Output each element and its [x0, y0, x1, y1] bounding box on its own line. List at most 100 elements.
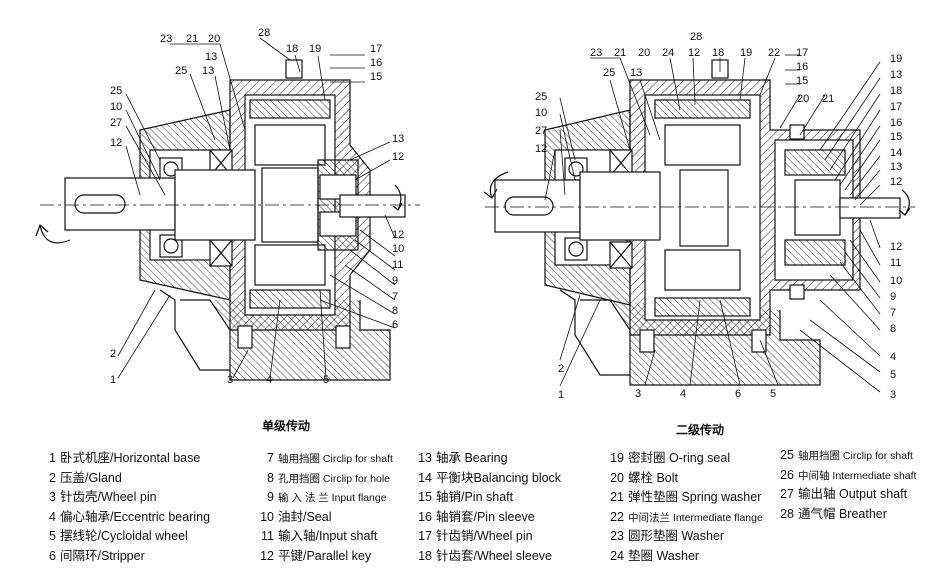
callout-number: 24 — [662, 47, 674, 59]
callout-number: 28 — [690, 31, 702, 43]
caption-double-stage: 二级传动 — [676, 423, 725, 437]
callout-number: 10 — [110, 101, 122, 113]
callout-number: 27 — [110, 117, 122, 129]
legend-item-number: 18 — [418, 548, 432, 563]
callout-number: 3 — [227, 374, 233, 386]
legend-item-label: 轴用挡圈 Circlip for shaft — [278, 453, 393, 465]
legend-item-number: 24 — [610, 548, 624, 563]
legend-item-label: 螺栓 Bolt — [628, 470, 679, 485]
legend-item-label: 密封圈 O-ring seal — [628, 451, 731, 465]
callout-number: 20 — [208, 33, 220, 45]
legend-item-number: 7 — [267, 451, 274, 465]
callout-number: 15 — [890, 131, 902, 143]
callout-number: 8 — [890, 323, 896, 335]
legend-item-number: 1 — [49, 451, 56, 465]
legend-item-label: 输入轴/Input shaft — [278, 529, 378, 543]
legend-item-number: 15 — [418, 490, 432, 504]
legend-item-label: 弹性垫圈 Spring washer — [628, 490, 762, 504]
callout-number: 18 — [286, 43, 298, 55]
legend-item-label: 轴销/Pin shaft — [436, 490, 514, 504]
legend-item-label: 油封/Seal — [278, 509, 332, 524]
legend-item-label: 针齿销/Wheel pin — [436, 529, 533, 543]
callout-number: 17 — [890, 101, 902, 113]
legend-item: 10 油封/Seal — [260, 508, 393, 528]
double-stage-leader-lines — [544, 54, 881, 393]
callout-number: 21 — [822, 93, 834, 105]
callout-number: 12 — [688, 47, 700, 59]
legend-item-number: 25 — [780, 448, 794, 462]
legend-item-label: 垫圈 Washer — [628, 548, 700, 563]
callout-number: 19 — [890, 53, 902, 65]
callout-number: 13 — [392, 133, 404, 145]
callout-number: 6 — [735, 388, 741, 400]
legend-item: 17 针齿销/Wheel pin — [418, 527, 561, 547]
callout-number: 19 — [740, 47, 752, 59]
callout-number: 11 — [392, 259, 403, 271]
callout-number: 22 — [768, 47, 780, 59]
legend-item-label: 轴销套/Pin sleeve — [436, 509, 535, 524]
reducer-cross-section-drawings: 2321201325132818191716152510271213121210… — [35, 27, 915, 401]
callout-number: 7 — [890, 307, 896, 319]
callout-number: 13 — [890, 161, 902, 173]
legend-item-number: 28 — [780, 506, 794, 521]
legend-item-number: 26 — [780, 467, 794, 482]
callout-number: 10 — [890, 275, 902, 287]
legend-item: 24 垫圈 Washer — [610, 547, 763, 567]
callout-number: 12 — [535, 143, 547, 155]
legend-item-number: 5 — [49, 529, 56, 543]
callout-number: 1 — [558, 389, 564, 401]
legend-item-number: 11 — [261, 529, 274, 543]
legend-item: 15 轴销/Pin shaft — [418, 488, 561, 508]
legend-item-label: 中间轴 Intermediate shaft — [798, 469, 917, 482]
legend-item-number: 22 — [610, 509, 624, 524]
callout-number: 9 — [890, 291, 896, 303]
callout-number: 10 — [535, 107, 547, 119]
legend-item: 7 轴用挡圈 Circlip for shaft — [260, 449, 393, 469]
legend-item-number: 10 — [260, 509, 274, 524]
legend-column-5: 25 轴用挡圈 Circlip for shaft 26 中间轴 Intermedia… — [780, 446, 916, 524]
legend-item: 11 输入轴/Input shaft — [260, 527, 393, 547]
callout-number: 28 — [258, 27, 270, 39]
legend-item-number: 17 — [418, 529, 432, 543]
legend-item-label: 轴承 Bearing — [436, 451, 508, 465]
callout-number: 1 — [110, 374, 116, 386]
callout-number: 20 — [797, 93, 809, 105]
legend-item-number: 2 — [49, 470, 56, 485]
callout-number: 13 — [202, 65, 214, 77]
legend-item-label: 针齿壳/Wheel pin — [60, 490, 157, 504]
callout-number: 18 — [712, 47, 724, 59]
callout-number: 4 — [680, 388, 686, 400]
legend-item: 26 中间轴 Intermediate shaft — [780, 466, 916, 486]
legend-item: 13 轴承 Bearing — [418, 449, 561, 469]
callout-number: 23 — [160, 33, 172, 45]
callout-number: 16 — [890, 117, 902, 129]
legend-item-number: 12 — [260, 548, 274, 563]
legend-item-label: 孔用挡圈 Circlip for hole — [278, 472, 391, 485]
callout-number: 12 — [392, 229, 404, 241]
legend-item-number: 6 — [49, 548, 56, 563]
legend-item-label: 轴用挡圈 Circlip for shaft — [798, 450, 913, 462]
callout-number: 13 — [205, 51, 217, 63]
legend-item-number: 3 — [49, 490, 56, 504]
callout-number: 12 — [110, 137, 122, 149]
callout-number: 10 — [392, 243, 404, 255]
callout-number: 5 — [770, 388, 776, 400]
legend-item-label: 输 入 法 兰 Input flange — [278, 492, 387, 504]
legend-item-number: 4 — [49, 509, 56, 524]
legend-item-label: 间隔环/Stripper — [60, 548, 145, 563]
callout-number: 21 — [614, 47, 626, 59]
double-stage-drawing — [483, 59, 915, 386]
callout-number: 25 — [110, 85, 122, 97]
single-stage-leader-lines — [117, 37, 396, 379]
legend-item-number: 13 — [418, 451, 432, 465]
